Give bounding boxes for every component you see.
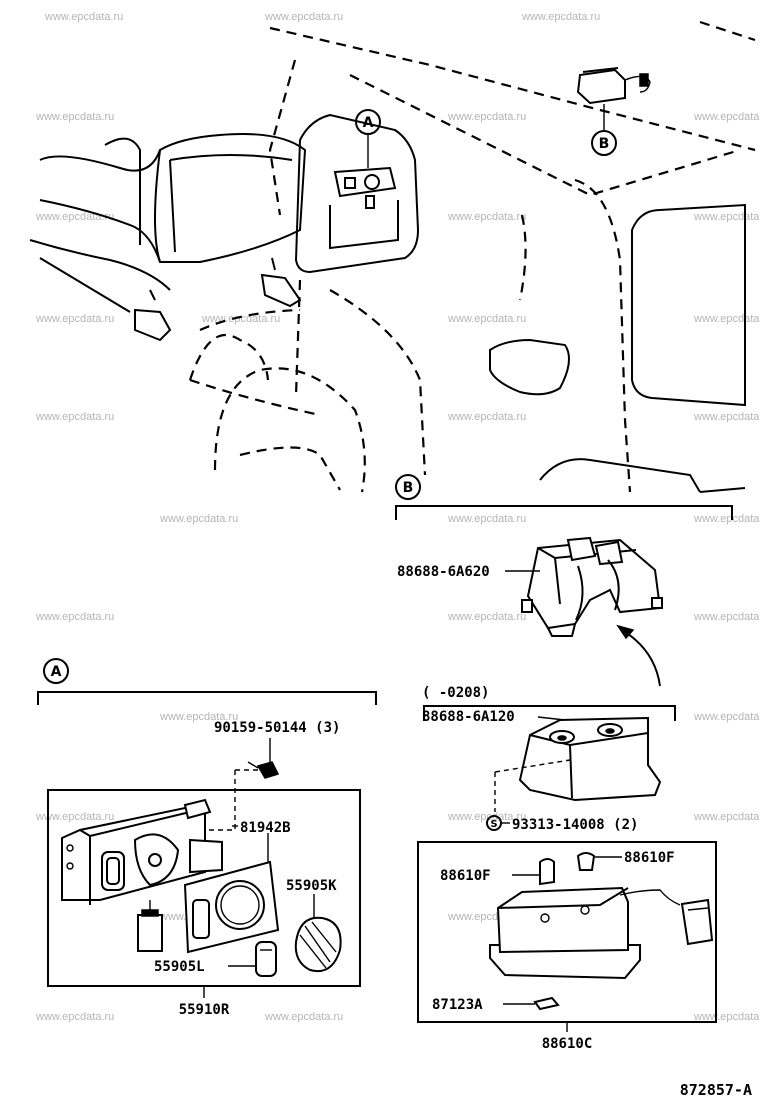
part-number-93313-14008: 93313-14008 (2) [512,817,638,833]
detail-a: A 90159-50144 (3) [37,658,377,1018]
relay-bracket-6a620 [521,536,663,637]
watermark: www.epcdata.ru [264,1011,343,1023]
watermark: www.epcdata.ru [447,811,526,823]
callout-label: B [403,480,414,496]
watermark: www.epcdata.ru [35,211,114,223]
callout-a-detail [43,658,69,684]
part-number-88688-6a120: 88688-6A120 [422,709,515,725]
watermark: www.epcdata.ru [35,611,114,623]
watermark: www.epcdata.ru [447,313,526,325]
detail-a-bracket [37,691,377,705]
range-bracket [423,705,676,721]
callout-b-overview: B [591,130,617,156]
lamp-assembly [489,886,714,980]
callout-label: A [51,664,62,680]
watermark: www.epcdata.ru [693,411,760,423]
vehicle-interior-overview [29,20,756,493]
watermark: www.epcdata.ru [35,313,114,325]
screw-symbol [486,815,502,831]
lens-87123a [533,996,560,1011]
watermark: www.epcdata.ru [693,811,760,823]
part-number-55910r: 55910R [179,1002,230,1018]
part-number-88610c: 88610C [542,1036,593,1052]
bezel-plate-81942b [183,860,280,954]
watermark: www.epcdata.ru [693,313,760,325]
part-number-55905k: 55905K [286,878,337,894]
watermark: www.epcdata.ru [35,811,114,823]
watermark: www.epcdata.ru [447,513,526,525]
part-number-90159-50144: 90159-50144 (3) [214,720,340,736]
watermark: www.epcdata.ru [521,11,600,23]
watermark: www.epcdata.ru [159,513,238,525]
knob-55905k [294,916,342,972]
knob-55905l [255,941,277,977]
watermark: www.epcdata.ru [35,111,114,123]
watermark-layer: www.epcdata.ru www.epcdata.ru www.epcdat… [35,11,760,1023]
watermark: www.epcdata.ru [693,211,760,223]
bulb-88610f-right [576,852,596,871]
production-range-label: ( -0208) [422,685,489,701]
callout-b-detail [395,474,421,500]
bulb-88610f-left [539,858,555,886]
screw-symbol-label: S [490,819,497,830]
part-number-88610f-left: 88610F [440,868,491,884]
watermark: www.epcdata.ru [693,711,760,723]
watermark: www.epcdata.ru [693,513,760,525]
callout-label: A [363,115,374,131]
watermark: www.epcdata.ru [447,111,526,123]
part-number-81942b: 81942B [240,820,291,836]
figure-number: 872857-A [680,1081,752,1099]
replacement-arrow [621,629,661,687]
watermark: www.epcdata.ru [44,11,123,23]
watermark: www.epcdata.ru [264,11,343,23]
part-number-87123a: 87123A [432,997,483,1013]
callout-label: B [599,136,610,152]
watermark: www.epcdata.ru [447,411,526,423]
relay-block-6a120 [518,716,662,802]
callout-a-overview: A [355,109,381,135]
part-number-88688-6a620: 88688-6A620 [397,564,490,580]
detail-b: B 88688-6A620 ( -0208) 88688-6A120 [395,474,733,1052]
watermark: www.epcdata.ru [447,611,526,623]
part-number-55905l: 55905L [154,959,205,975]
part-number-88610f-right: 88610F [624,850,675,866]
detail-b-bracket [395,505,733,520]
watermark: www.epcdata.ru [35,1011,114,1023]
screw-90159 [247,761,280,779]
watermark: www.epcdata.ru [35,411,114,423]
watermark: www.epcdata.ru [201,313,280,325]
watermark: www.epcdata.ru [693,611,760,623]
watermark: www.epcdata.ru [693,111,760,123]
watermark: www.epcdata.ru [693,1011,760,1023]
watermark: www.epcdata.ru [159,711,238,723]
watermark: www.epcdata.ru [447,211,526,223]
switch-body [61,798,223,952]
